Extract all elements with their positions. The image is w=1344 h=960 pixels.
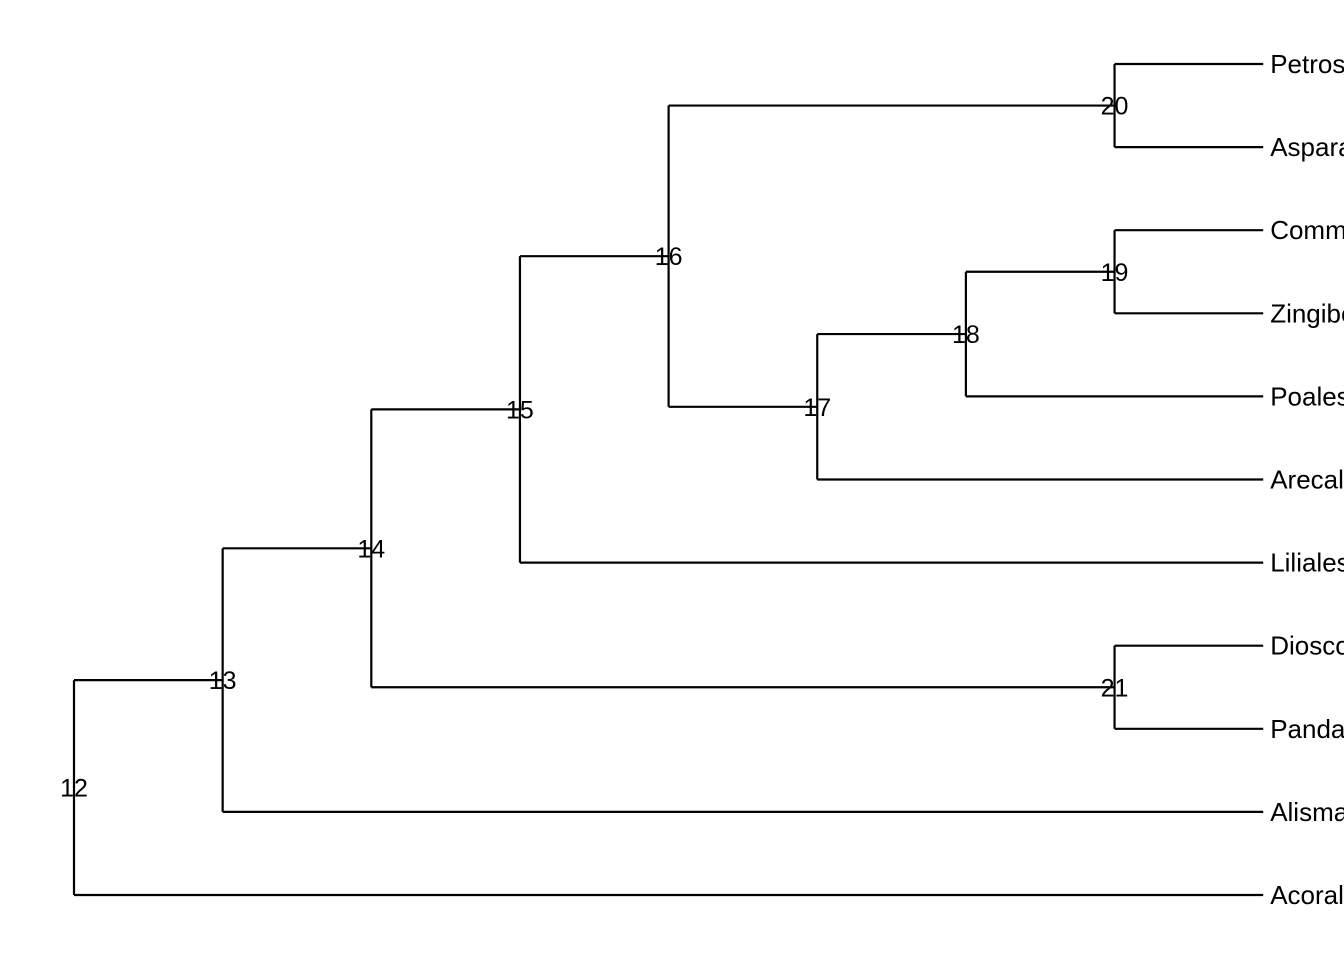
node-label: 17 xyxy=(803,394,831,422)
tip-label: Poales xyxy=(1270,381,1344,411)
tip-label: Pandanales xyxy=(1270,714,1344,744)
tip-label: Dioscoreales xyxy=(1270,631,1344,661)
tip-label: Alismatales xyxy=(1270,797,1344,827)
node-label: 21 xyxy=(1101,674,1129,702)
node-label: 15 xyxy=(506,396,534,424)
tip-label: Arecales xyxy=(1270,465,1344,495)
tip-label: Zingiberales xyxy=(1270,298,1344,328)
tip-label: Liliales xyxy=(1270,548,1344,578)
node-label: 20 xyxy=(1101,93,1129,121)
tip-label: Acorales xyxy=(1270,880,1344,910)
node-label: 13 xyxy=(209,667,237,695)
tip-label: Petrosaviales xyxy=(1270,49,1344,79)
node-label: 19 xyxy=(1101,259,1129,287)
tip-label: Asparagales xyxy=(1270,132,1344,162)
node-label: 14 xyxy=(357,535,385,563)
node-label: 18 xyxy=(952,321,980,349)
node-label: 16 xyxy=(655,243,683,271)
tip-label: Commelinales xyxy=(1270,215,1344,245)
node-label: 12 xyxy=(60,775,88,803)
